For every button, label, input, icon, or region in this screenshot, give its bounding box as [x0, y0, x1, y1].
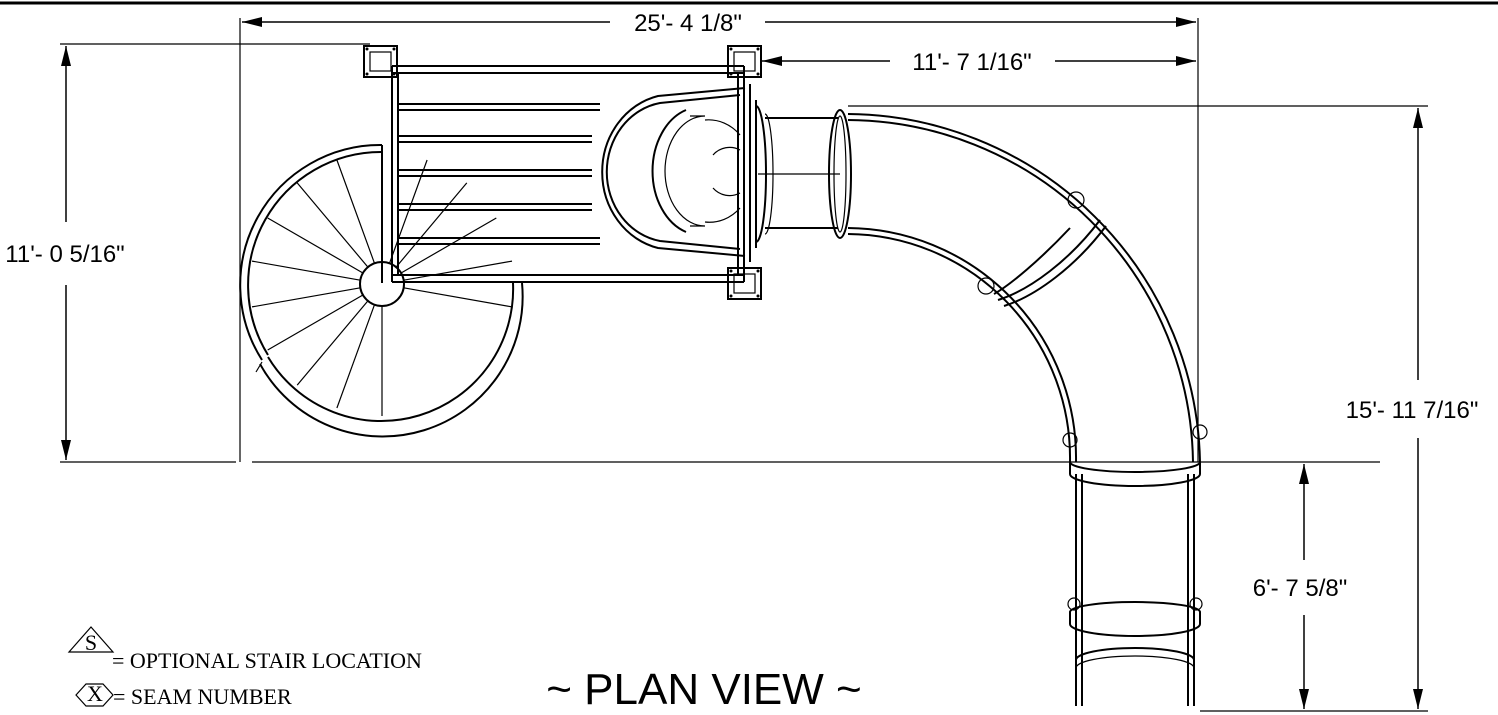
left-height-label: 11'- 0 5/16"	[5, 241, 124, 268]
dimension-exit-length: 6'- 7 5/8"	[1253, 464, 1348, 709]
stair-tread	[296, 182, 369, 268]
overall-width-label: 25'- 4 1/8"	[634, 10, 742, 37]
stair-tread	[267, 294, 364, 351]
stair-tread	[336, 159, 376, 264]
stair-tread	[403, 287, 513, 308]
upper-right-width-label: 11'- 7 1/16"	[912, 49, 1031, 76]
spiral-staircase	[239, 143, 524, 438]
seam-legend-text: = SEAM NUMBER	[113, 684, 292, 709]
stair-tread	[400, 217, 497, 274]
slide-tube	[758, 109, 1208, 706]
deck-slats	[398, 103, 600, 245]
right-height-label: 15'- 11 7/16"	[1346, 397, 1479, 424]
stair-symbol: S	[85, 630, 97, 655]
stair-tread	[388, 159, 428, 264]
seam-number-legend: X = SEAM NUMBER	[75, 681, 292, 709]
dimension-right-height: 15'- 11 7/16"	[848, 105, 1479, 712]
stair-treads	[251, 152, 513, 416]
stair-triangle-icon	[67, 626, 115, 653]
stair-tread	[403, 260, 513, 281]
seam-hexagon-icon	[75, 683, 114, 707]
dimension-upper-right-width: 11'- 7 1/16"	[762, 49, 1196, 76]
dimension-left-height: 11'- 0 5/16"	[5, 43, 1380, 463]
stair-tread	[296, 300, 369, 386]
stair-tread	[395, 182, 468, 268]
exit-length-label: 6'- 7 5/8"	[1253, 575, 1348, 602]
corner-post-top-left	[363, 45, 398, 78]
corner-post-bottom-right	[727, 267, 762, 300]
slide-entry-hood	[592, 84, 774, 262]
seam-symbol: X	[87, 681, 103, 706]
stair-legend-text: = OPTIONAL STAIR LOCATION	[112, 648, 422, 673]
view-title: ~ PLAN VIEW ~	[546, 665, 861, 714]
deck-platform	[391, 65, 745, 283]
stair-tread	[251, 287, 361, 308]
dimension-overall-width: 25'- 4 1/8"	[239, 10, 1199, 462]
optional-stair-location-legend: S = OPTIONAL STAIR LOCATION	[67, 626, 422, 673]
stair-tread	[267, 217, 364, 274]
corner-post-top-right	[727, 45, 762, 78]
stair-center-pole	[359, 261, 405, 307]
legend: S = OPTIONAL STAIR LOCATION X = SEAM NUM…	[67, 626, 422, 709]
stair-tread	[336, 304, 376, 409]
stair-tread	[251, 260, 361, 281]
